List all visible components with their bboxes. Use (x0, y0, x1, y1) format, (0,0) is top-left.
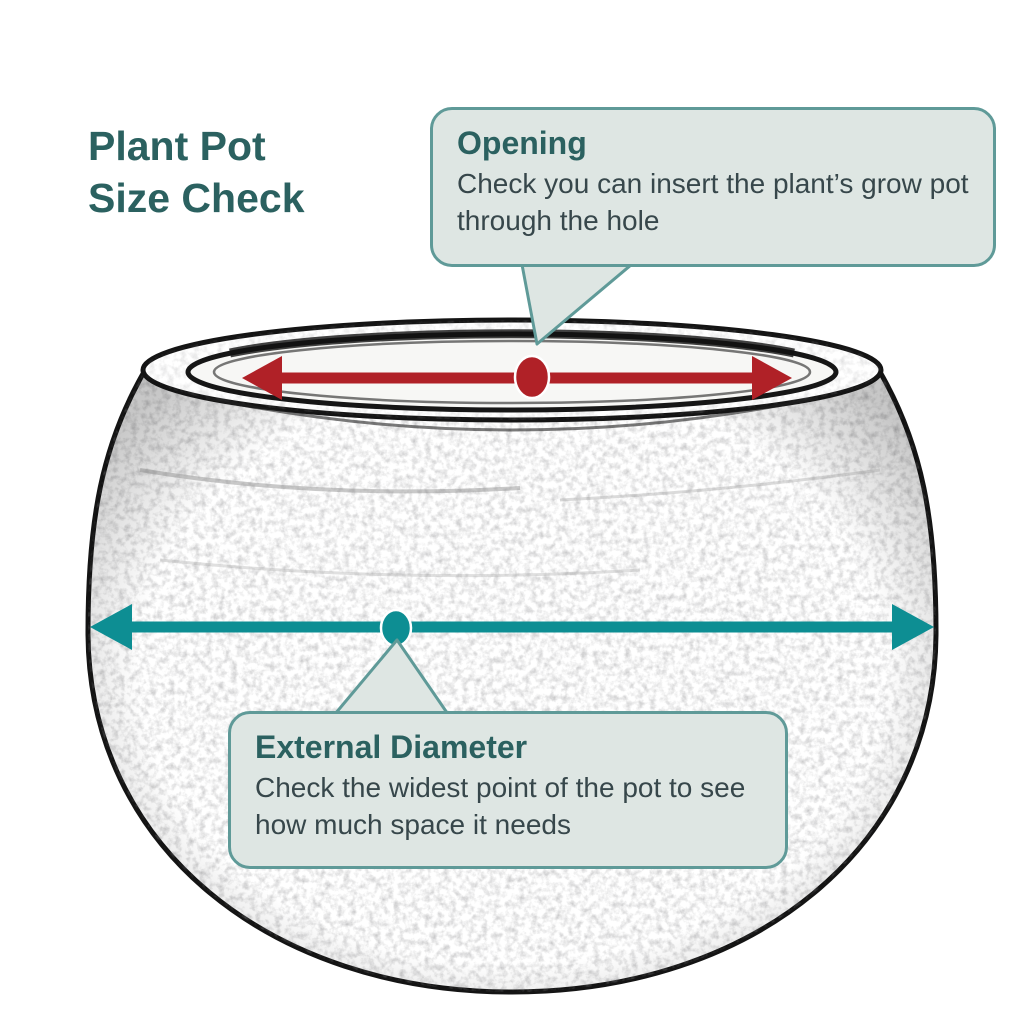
opening-arrow-head-left (242, 356, 282, 400)
external-diameter-callout-body: Check the widest point of the pot to see… (255, 772, 746, 840)
opening-marker-red-dot-icon (513, 354, 551, 400)
diameter-arrow-head-left (90, 604, 132, 650)
opening-shade-arc (229, 329, 795, 358)
page-title: Plant Pot Size Check (88, 120, 305, 225)
opening-callout: Opening Check you can insert the plant’s… (430, 107, 996, 267)
diameter-arrow-head-right (892, 604, 934, 650)
opening-callout-title: Opening (457, 125, 587, 161)
diameter-arrow (90, 604, 934, 650)
external-diameter-callout: External Diameter Check the widest point… (228, 711, 788, 869)
page-title-line2: Size Check (88, 175, 305, 222)
pot-opening-inner-line (212, 339, 812, 405)
pot-illustration (85, 317, 939, 995)
external-diameter-callout-title: External Diameter (255, 729, 528, 765)
page-title-line1: Plant Pot (88, 123, 266, 169)
opening-callout-body: Check you can insert the plant’s grow po… (457, 168, 969, 236)
opening-arrow-head-right (752, 356, 792, 400)
pot-rim-front-line (205, 396, 819, 432)
opening-arrow (242, 354, 792, 400)
pot-texture (88, 372, 936, 992)
